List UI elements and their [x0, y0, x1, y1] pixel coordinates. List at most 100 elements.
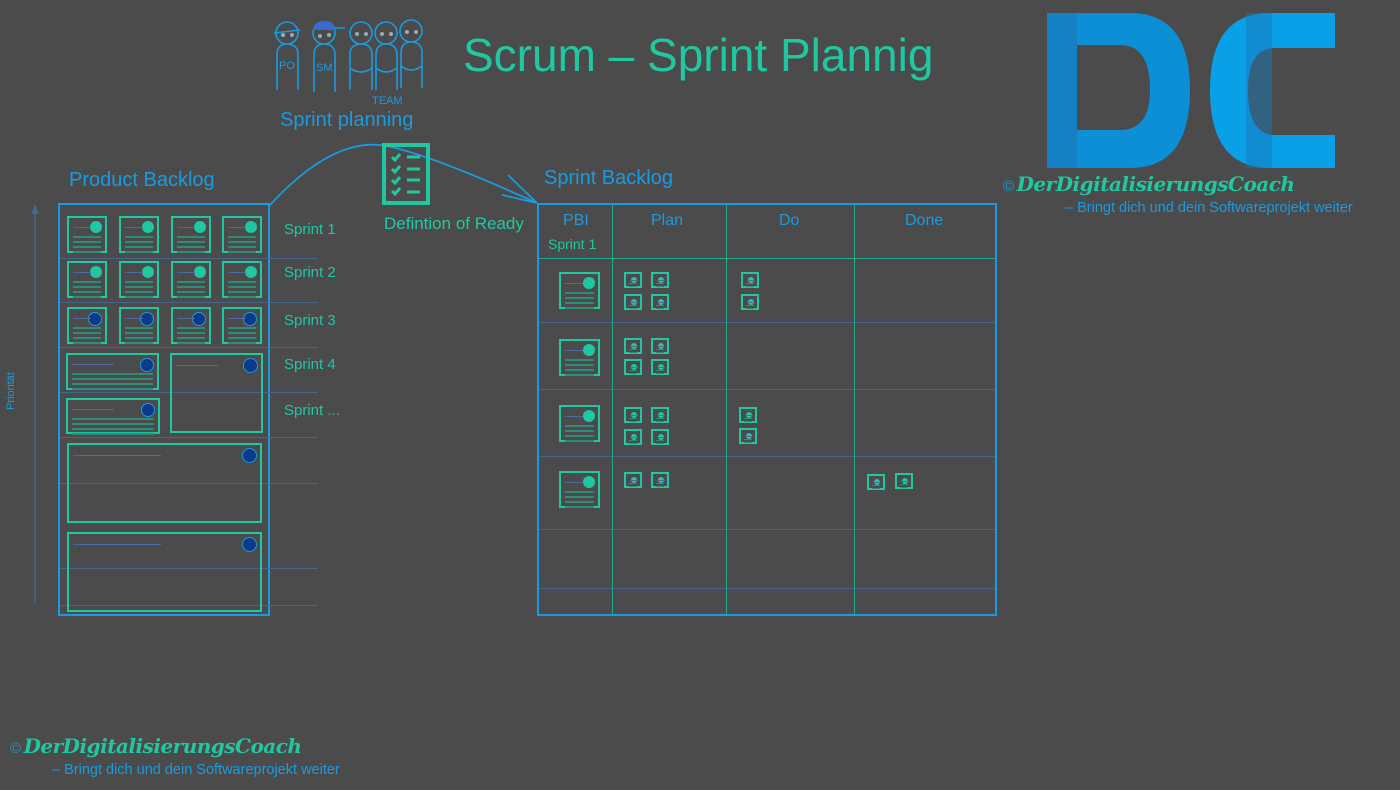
task-card[interactable] — [624, 429, 642, 445]
column-plan: Plan — [651, 212, 684, 229]
task-card[interactable] — [651, 429, 669, 445]
backlog-item-card[interactable] — [222, 261, 262, 298]
status-dot-icon — [88, 312, 102, 326]
task-card[interactable] — [651, 472, 669, 488]
status-dot-icon — [142, 221, 154, 233]
status-dot-icon — [243, 312, 257, 326]
sprint-label-3: Sprint 3 — [284, 312, 336, 329]
task-card[interactable] — [624, 338, 642, 354]
column-pbi: PBI — [563, 212, 589, 229]
priority-row-divider — [60, 568, 318, 569]
task-card[interactable] — [624, 272, 642, 288]
sprint-pbi-card[interactable] — [559, 272, 600, 309]
task-card[interactable] — [651, 407, 669, 423]
status-dot-icon — [583, 476, 595, 488]
task-card[interactable] — [739, 407, 757, 423]
task-card[interactable] — [741, 294, 759, 310]
status-dot-icon — [194, 221, 206, 233]
backlog-epic-card[interactable] — [67, 443, 262, 523]
definition-of-ready-label: Defintion of Ready — [384, 214, 524, 233]
backlog-item-card[interactable] — [67, 307, 107, 344]
status-dot-icon — [583, 344, 595, 356]
status-dot-icon — [242, 537, 257, 552]
product-backlog-title: Product Backlog — [69, 169, 215, 191]
backlog-item-card[interactable] — [119, 261, 159, 298]
status-dot-icon — [141, 403, 155, 417]
pbi-sprint-subtitle: Sprint 1 — [548, 236, 597, 252]
brand-name-bottom: ©DerDigitalisierungsCoach — [10, 734, 302, 758]
backlog-item-card[interactable] — [119, 307, 159, 344]
sprint-backlog-title: Sprint Backlog — [544, 167, 673, 189]
column-done: Done — [905, 212, 944, 229]
status-dot-icon — [194, 266, 206, 278]
backlog-epic-card[interactable] — [66, 398, 160, 435]
backlog-item-card[interactable] — [222, 216, 262, 253]
row-divider — [539, 456, 995, 457]
product-backlog-box — [58, 203, 270, 616]
priority-row-divider — [60, 483, 318, 484]
task-card[interactable] — [867, 474, 885, 490]
sprint-label-1: Sprint 1 — [284, 221, 336, 238]
backlog-item-card[interactable] — [119, 216, 159, 253]
status-dot-icon — [583, 410, 595, 422]
status-dot-icon — [245, 221, 257, 233]
task-card[interactable] — [651, 338, 669, 354]
sprint-pbi-card[interactable] — [559, 405, 600, 442]
page-title: Scrum – Sprint Plannig — [463, 29, 934, 81]
row-divider — [539, 529, 995, 530]
status-dot-icon — [192, 312, 206, 326]
task-card[interactable] — [895, 473, 913, 489]
team-label: TEAM — [372, 95, 403, 107]
column-divider — [726, 205, 727, 614]
sprint-pbi-card[interactable] — [559, 339, 600, 376]
priority-row-divider — [60, 302, 318, 303]
task-card[interactable] — [651, 272, 669, 288]
priority-row-divider — [60, 347, 318, 348]
backlog-item-card[interactable] — [171, 261, 211, 298]
task-card[interactable] — [741, 272, 759, 288]
backlog-item-card[interactable] — [171, 307, 211, 344]
backlog-item-card[interactable] — [171, 216, 211, 253]
sprint-backlog-board — [537, 203, 997, 616]
column-do: Do — [779, 212, 800, 229]
row-divider — [539, 389, 995, 390]
task-card[interactable] — [624, 407, 642, 423]
task-card[interactable] — [739, 428, 757, 444]
status-dot-icon — [90, 266, 102, 278]
priority-row-divider — [60, 437, 318, 438]
row-divider — [539, 322, 995, 323]
role-po: PO — [279, 60, 295, 72]
backlog-item-card[interactable] — [67, 261, 107, 298]
task-card[interactable] — [624, 472, 642, 488]
status-dot-icon — [245, 266, 257, 278]
status-dot-icon — [243, 358, 258, 373]
backlog-item-card[interactable] — [222, 307, 262, 344]
task-card[interactable] — [624, 359, 642, 375]
status-dot-icon — [242, 448, 257, 463]
priority-row-divider — [60, 258, 318, 259]
brand-tagline-bottom: – Bringt dich und dein Softwareprojekt w… — [52, 762, 340, 778]
backlog-epic-card[interactable] — [67, 532, 262, 612]
sprint-pbi-card[interactable] — [559, 471, 600, 508]
priority-row-divider — [60, 605, 318, 606]
role-sm: SM — [316, 62, 333, 74]
header-divider — [539, 258, 995, 259]
task-card[interactable] — [651, 294, 669, 310]
status-dot-icon — [142, 266, 154, 278]
backlog-item-card[interactable] — [67, 216, 107, 253]
backlog-epic-card[interactable] — [170, 353, 263, 433]
priority-row-divider — [60, 392, 318, 393]
brand-tagline-top: – Bringt dich und dein Softwareprojekt w… — [1065, 200, 1353, 216]
task-card[interactable] — [651, 359, 669, 375]
status-dot-icon — [140, 312, 154, 326]
backlog-epic-card[interactable] — [66, 353, 159, 390]
task-card[interactable] — [624, 294, 642, 310]
sprint-label-2: Sprint 2 — [284, 264, 336, 281]
sprint-planning-caption: Sprint planning — [280, 109, 414, 131]
column-divider — [854, 205, 855, 614]
